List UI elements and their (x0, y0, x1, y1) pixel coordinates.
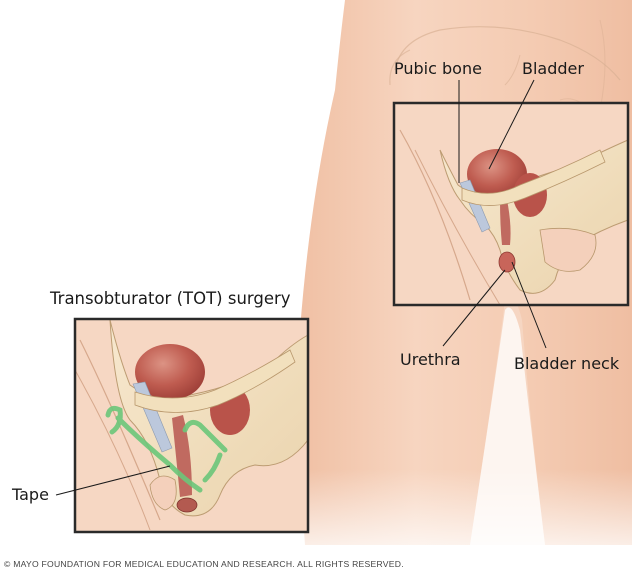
copyright-notice: © MAYO FOUNDATION FOR MEDICAL EDUCATION … (4, 559, 404, 569)
bladder-neck-callout (511, 261, 547, 349)
tot-inset-box (73, 317, 310, 534)
callout-lines (55, 79, 547, 496)
urethra-callout (442, 269, 506, 347)
inset-title: Transobturator (TOT) surgery (50, 289, 291, 308)
pubic-bone-label: Pubic bone (394, 59, 482, 78)
urethra-label: Urethra (400, 350, 461, 369)
tape-label: Tape (12, 485, 49, 504)
bladder-callout (488, 79, 535, 170)
tape-callout (55, 465, 171, 496)
tape-sling (105, 405, 228, 493)
bladder-label: Bladder (522, 59, 584, 78)
bladder-neck-label: Bladder neck (514, 354, 620, 373)
main-detail-box (392, 101, 630, 307)
